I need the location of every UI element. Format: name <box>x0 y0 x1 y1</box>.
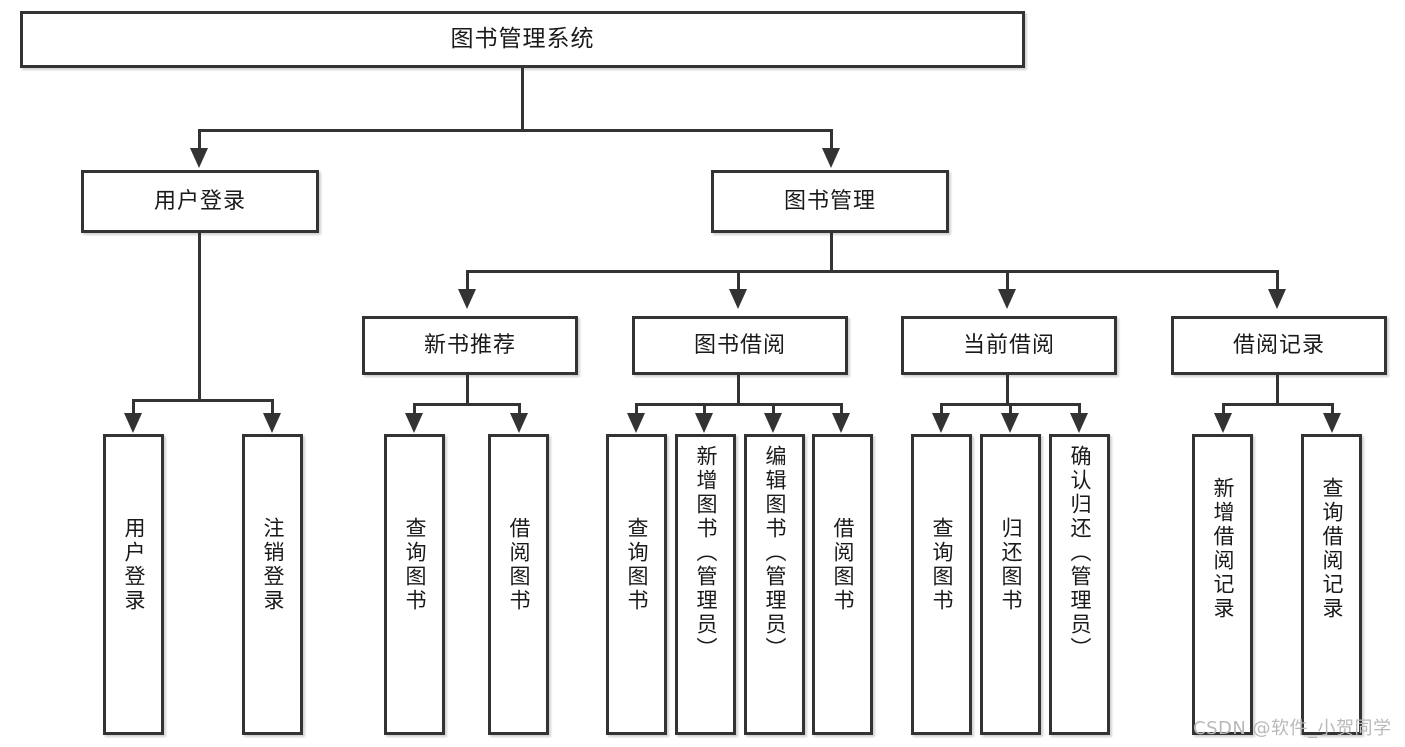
node-label: 用户登录 <box>153 188 246 214</box>
connector-bb-drop-1 <box>635 403 638 416</box>
node-root-book-management-system[interactable]: 图书管理系统 <box>20 11 1025 68</box>
connector-root-to-book-management <box>830 129 833 151</box>
connector-book-management-stem <box>830 233 833 272</box>
node-label: 新书推荐 <box>423 332 516 358</box>
arrow-to-leaf-query-book-3 <box>932 413 950 433</box>
leaf-borrow-book-2[interactable]: 借阅图书 <box>812 434 873 735</box>
connector-root-bus <box>198 129 833 132</box>
node-current-borrow[interactable]: 当前借阅 <box>901 316 1117 375</box>
leaf-query-book-1[interactable]: 查询图书 <box>384 434 445 735</box>
arrow-to-book-borrow <box>729 289 747 309</box>
leaf-user-logout[interactable]: 注销登录 <box>242 434 303 735</box>
csdn-watermark: CSDN @软件_小贺同学 <box>1193 718 1392 739</box>
connector-bb-drop-4 <box>840 403 843 416</box>
node-label: 注销登录 <box>261 517 285 613</box>
node-label: 确认归还（管理员） <box>1068 445 1092 661</box>
connector-user-login-stem <box>198 233 201 401</box>
connector-bb-stem <box>737 375 740 405</box>
arrow-to-current-borrow <box>998 289 1016 309</box>
connector-cb-drop-1 <box>940 403 943 416</box>
node-label: 查询图书 <box>403 517 427 613</box>
connector-book-management-bus <box>466 270 1279 273</box>
arrow-to-leaf-query-book-2 <box>627 413 645 433</box>
connector-cb-drop-3 <box>1078 403 1081 416</box>
leaf-add-record[interactable]: 新增借阅记录 <box>1192 434 1253 735</box>
leaf-user-login[interactable]: 用户登录 <box>103 434 164 735</box>
leaf-confirm-return[interactable]: 确认归还（管理员） <box>1049 434 1110 735</box>
connector-root-stem <box>521 68 524 130</box>
node-label: 图书管理 <box>783 188 876 214</box>
arrow-to-leaf-query-record <box>1323 413 1341 433</box>
node-label: 借阅记录 <box>1232 332 1325 358</box>
leaf-query-book-2[interactable]: 查询图书 <box>606 434 667 735</box>
arrow-to-new-book-recommend <box>458 289 476 309</box>
arrow-to-leaf-borrow-book-2 <box>832 413 850 433</box>
connector-bm-drop-1 <box>466 270 469 292</box>
leaf-return-book[interactable]: 归还图书 <box>980 434 1041 735</box>
arrow-to-leaf-user-logout <box>263 413 281 433</box>
connector-nbr-bus <box>413 403 521 406</box>
arrow-to-leaf-add-book <box>695 413 713 433</box>
node-label: 图书借阅 <box>693 332 786 358</box>
node-book-management[interactable]: 图书管理 <box>711 170 949 233</box>
connector-br-drop-1 <box>1222 403 1225 416</box>
connector-bm-drop-2 <box>737 270 740 292</box>
connector-bb-bus <box>635 403 843 406</box>
arrow-to-leaf-user-login <box>124 413 142 433</box>
connector-br-stem <box>1276 375 1279 405</box>
arrow-to-leaf-query-book-1 <box>405 413 423 433</box>
leaf-edit-book[interactable]: 编辑图书（管理员） <box>744 434 805 735</box>
connector-user-login-drop-1 <box>132 399 135 416</box>
connector-user-login-drop-2 <box>271 399 274 416</box>
connector-nbr-drop-1 <box>413 403 416 416</box>
node-label: 编辑图书（管理员） <box>763 445 787 661</box>
node-label: 用户登录 <box>122 517 146 613</box>
leaf-add-book[interactable]: 新增图书（管理员） <box>675 434 736 735</box>
node-label: 新增图书（管理员） <box>694 445 718 661</box>
node-label: 图书管理系统 <box>450 26 595 53</box>
node-book-borrow[interactable]: 图书借阅 <box>632 316 848 375</box>
connector-nbr-stem <box>466 375 469 405</box>
connector-bm-drop-3 <box>1006 270 1009 292</box>
arrow-root-to-user-login <box>190 148 208 168</box>
node-label: 查询借阅记录 <box>1320 477 1344 621</box>
arrow-root-to-book-management <box>822 148 840 168</box>
node-borrow-record[interactable]: 借阅记录 <box>1171 316 1387 375</box>
node-label: 查询图书 <box>930 517 954 613</box>
arrow-to-leaf-add-record <box>1214 413 1232 433</box>
arrow-to-leaf-edit-book <box>764 413 782 433</box>
node-label: 当前借阅 <box>962 332 1055 358</box>
leaf-borrow-book-1[interactable]: 借阅图书 <box>488 434 549 735</box>
node-label: 归还图书 <box>999 517 1023 613</box>
connector-bb-drop-2 <box>703 403 706 416</box>
connector-nbr-drop-2 <box>518 403 521 416</box>
node-label: 借阅图书 <box>507 517 531 613</box>
node-user-login[interactable]: 用户登录 <box>81 170 319 233</box>
arrow-to-leaf-borrow-book-1 <box>510 413 528 433</box>
leaf-query-book-3[interactable]: 查询图书 <box>911 434 972 735</box>
arrow-to-leaf-return-book <box>1001 413 1019 433</box>
node-label: 借阅图书 <box>831 517 855 613</box>
node-label: 新增借阅记录 <box>1211 477 1235 621</box>
arrow-to-leaf-confirm-return <box>1070 413 1088 433</box>
connector-br-bus <box>1222 403 1334 406</box>
connector-user-login-bus <box>132 399 274 402</box>
arrow-to-borrow-record <box>1268 289 1286 309</box>
leaf-query-record[interactable]: 查询借阅记录 <box>1301 434 1362 735</box>
node-label: 查询图书 <box>625 517 649 613</box>
connector-br-drop-2 <box>1331 403 1334 416</box>
connector-root-to-user-login <box>198 129 201 151</box>
connector-bb-drop-3 <box>772 403 775 416</box>
node-new-book-recommend[interactable]: 新书推荐 <box>362 316 578 375</box>
connector-cb-stem <box>1006 375 1009 405</box>
connector-bm-drop-4 <box>1276 270 1279 292</box>
connector-cb-drop-2 <box>1009 403 1012 416</box>
